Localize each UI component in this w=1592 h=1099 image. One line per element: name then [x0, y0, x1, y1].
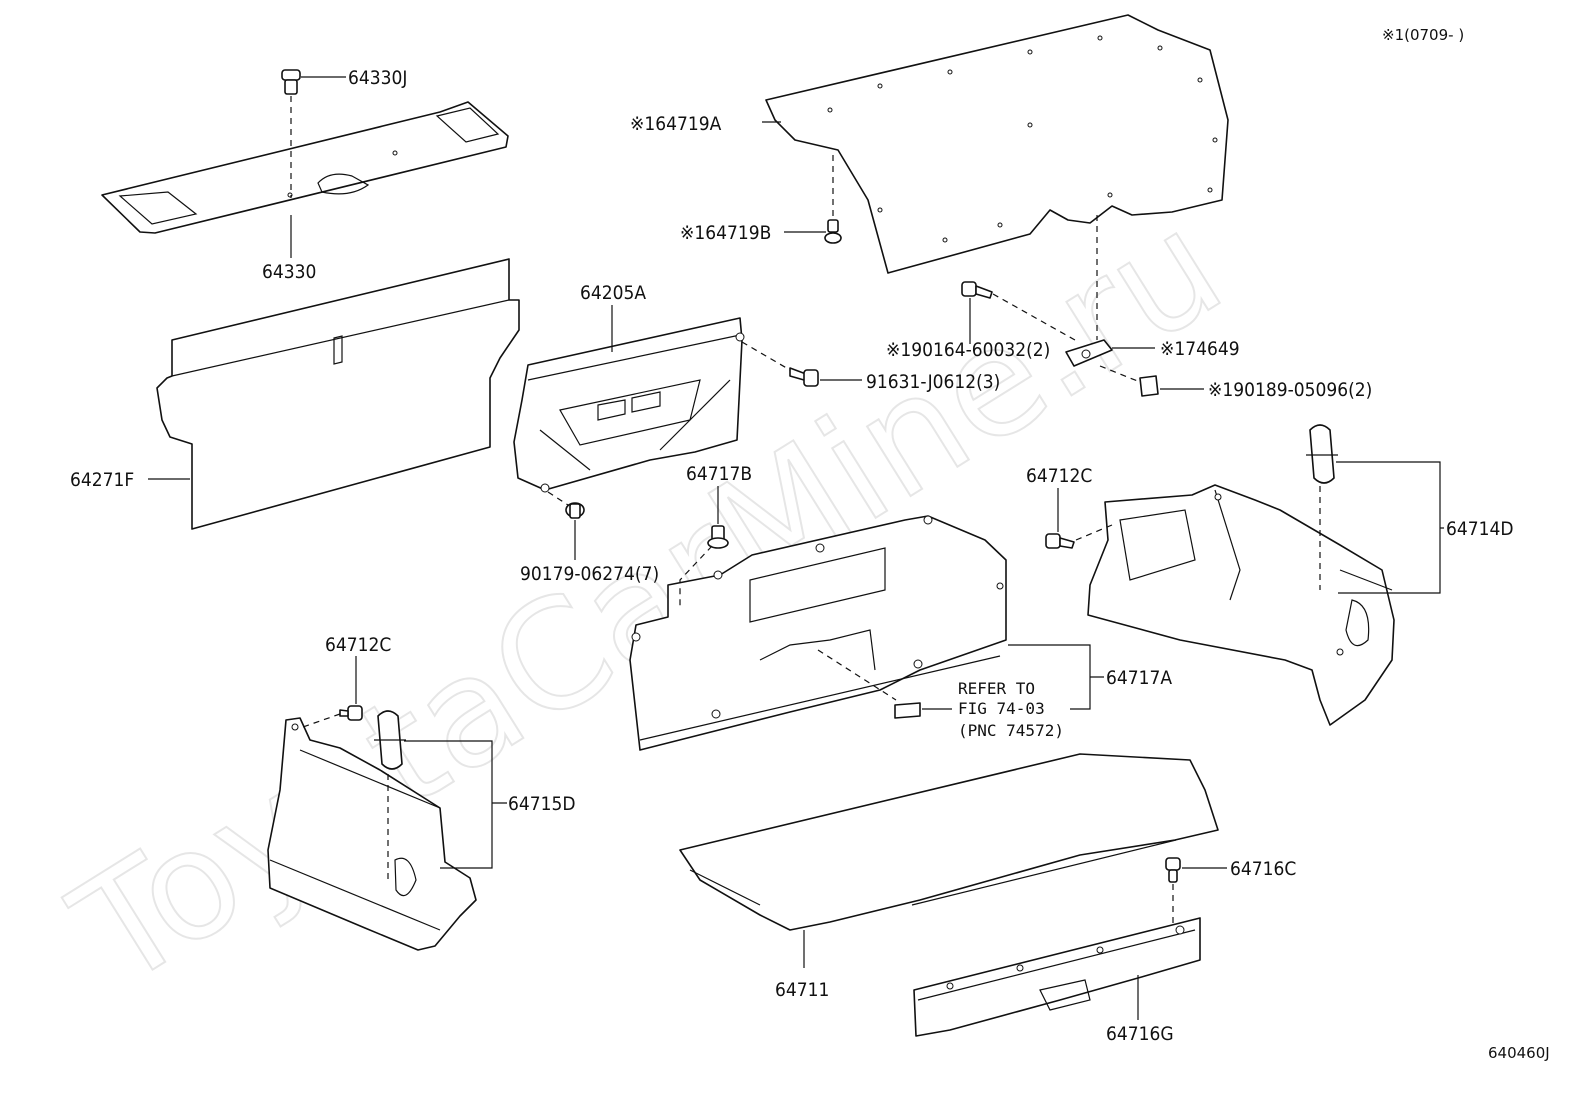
label-64716G: 64716G [1106, 1023, 1174, 1045]
part-64714D-right-trim[interactable] [1087, 484, 1395, 726]
label-64717B: 64717B [686, 463, 752, 485]
part-64205A-brace[interactable] [513, 317, 745, 493]
part-91631-bolt[interactable] [789, 367, 819, 387]
label-64330: 64330 [262, 261, 316, 283]
part-64716G-sill-plate[interactable] [913, 917, 1201, 1037]
dash-line-90164 [992, 293, 1076, 341]
part-64271F-partition-board[interactable] [156, 258, 520, 530]
part-64716C-clip[interactable] [1165, 857, 1181, 883]
label-90164: ※190164-60032(2) [886, 339, 1050, 361]
dash-line-91631 [741, 341, 791, 371]
label-91631: 91631-J0612(3) [866, 371, 1000, 393]
dash-line-90179 [547, 491, 569, 506]
figure-code: 640460J [1488, 1044, 1550, 1062]
label-64719A: ※164719A [630, 113, 722, 135]
part-64714D-cap[interactable] [1306, 424, 1338, 484]
dash-line-64712C-right [1075, 524, 1113, 541]
part-64717A-front-trim[interactable] [629, 515, 1007, 751]
watermark-text: ToyotaCarMine.ru [46, 179, 1250, 1021]
part-64711-trunk-mat[interactable] [679, 753, 1219, 931]
effective-date-note: ※1(0709- ) [1382, 26, 1464, 44]
part-64717B-clip[interactable] [707, 525, 729, 549]
part-90179-clip[interactable] [565, 502, 585, 519]
label-90189: ※190189-05096(2) [1208, 379, 1372, 401]
label-64711: 64711 [775, 979, 829, 1001]
part-64715D-cap[interactable] [374, 710, 406, 770]
part-64719A-trunk-lid-trim[interactable] [765, 14, 1229, 274]
label-74649: ※174649 [1160, 338, 1240, 360]
label-64717A: 64717A [1106, 667, 1172, 689]
label-64271F: 64271F [70, 469, 134, 491]
part-64330J-clip[interactable] [281, 69, 301, 95]
part-90164-screw[interactable] [961, 281, 993, 299]
label-90179: 90179-06274(7) [520, 563, 659, 585]
part-74649-bracket[interactable] [1065, 339, 1113, 367]
leader-64714D [1336, 461, 1444, 594]
label-64712C-right: 64712C [1026, 465, 1092, 487]
part-64712C-clip-right[interactable] [1045, 533, 1075, 549]
refer-text-line1: REFER TO [958, 679, 1035, 698]
label-64716C: 64716C [1230, 858, 1296, 880]
label-64712C-left: 64712C [325, 634, 391, 656]
label-64714D: 64714D [1446, 518, 1514, 540]
dash-line-64717B [679, 545, 713, 610]
part-64719B-clip[interactable] [824, 219, 842, 244]
refer-text-line2: FIG 74-03 [958, 699, 1045, 718]
dash-line-refer [817, 649, 897, 701]
refer-text-line3: (PNC 74572) [958, 721, 1064, 740]
dash-line-64712C-left [299, 713, 341, 729]
part-90189-nut[interactable] [1139, 375, 1159, 397]
label-64205A: 64205A [580, 282, 646, 304]
leader-64717A [1008, 644, 1104, 710]
part-refer-fig-74-03[interactable] [894, 702, 921, 719]
leader-64715D [404, 740, 507, 869]
label-64715D: 64715D [508, 793, 576, 815]
label-64330J: 64330J [348, 67, 407, 89]
part-64715D-left-trim[interactable] [267, 717, 477, 951]
dash-line-74649-nut [1099, 365, 1141, 383]
label-64719B: ※164719B [680, 222, 771, 244]
part-64330-package-tray[interactable] [101, 101, 509, 234]
